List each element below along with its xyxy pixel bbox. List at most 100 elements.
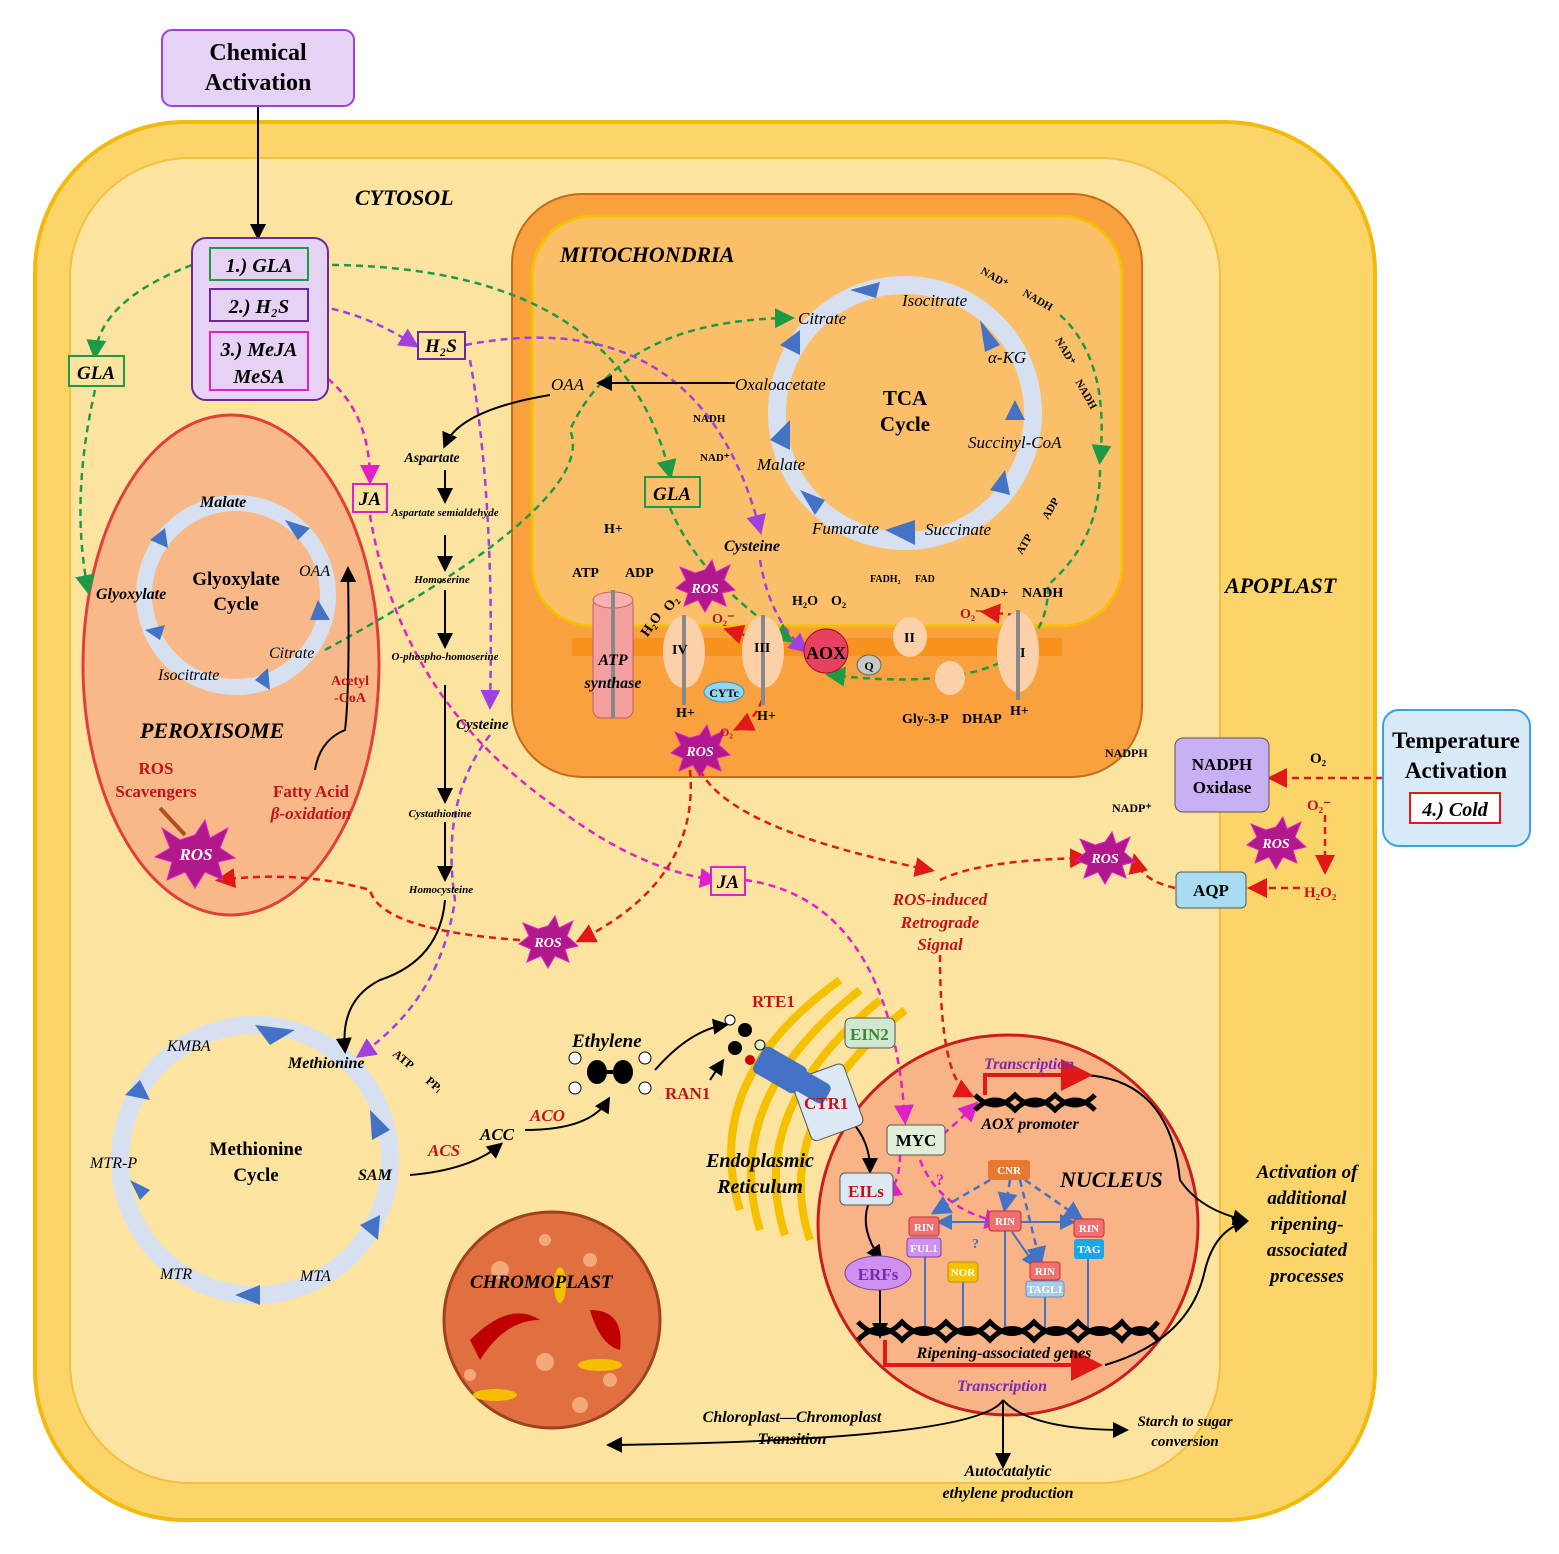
ethylene-outcome-label: Autocatalytic ethylene production: [942, 1463, 1073, 1502]
ja-signal-box-1: [352, 483, 388, 513]
aspartate-pathway: Aspartate Aspartate semialdehyde Homoser…: [390, 451, 498, 896]
svg-text:NADPH: NADPH: [1105, 746, 1148, 760]
gla-signal-box-mito: [644, 476, 701, 508]
svg-text:Retrograde: Retrograde: [900, 913, 980, 932]
ethylene-molecule: [568, 1051, 652, 1095]
pathway-arrows: [250, 106, 1249, 1469]
treatment-h2s: 2.) H₂S: [228, 296, 289, 318]
ja-signal-2: JA: [716, 872, 739, 893]
svg-text:H+: H+: [676, 706, 695, 721]
treatment-gla: 1.) GLA: [226, 255, 293, 277]
peroxisome: [81, 413, 381, 917]
svg-text:Fatty Acid: Fatty Acid: [273, 782, 350, 801]
svg-text:RIN: RIN: [1079, 1223, 1099, 1235]
nadph-oxidase-box: [1174, 737, 1270, 813]
ros-label-3: ROS: [533, 936, 561, 951]
svg-text:EILs: EILs: [848, 1182, 884, 1201]
cold-treatment-box[interactable]: [1409, 792, 1501, 824]
svg-text:Cystathionine: Cystathionine: [409, 808, 472, 820]
aqp-box: [1175, 871, 1247, 909]
transcription-arrow-aox: [983, 1059, 1093, 1095]
svg-text:Homoserine: Homoserine: [413, 574, 470, 586]
svg-text:KMBA: KMBA: [166, 1038, 211, 1055]
svg-text:-CoA: -CoA: [334, 691, 367, 706]
svg-text:Activation of: Activation of: [1256, 1162, 1359, 1183]
ein2-label: EIN2: [850, 1025, 889, 1044]
svg-text:II: II: [904, 631, 915, 646]
svg-text:NADH: NADH: [693, 413, 726, 425]
ros-label-5: ROS: [1090, 852, 1118, 867]
cycle-arrows: [125, 282, 1025, 1305]
transcription-label-genes: Transcription: [957, 1378, 1047, 1395]
nadph-labels: NADPH NADP⁺: [1105, 746, 1152, 815]
nucleus-gene-lines: [924, 1214, 1089, 1330]
svg-text:H+: H+: [604, 522, 623, 537]
gene-labels: CNR RIN RIN FUL1 NOR RIN TAGL1 RIN TAG: [910, 1165, 1101, 1296]
gene-boxes: [906, 1160, 1105, 1298]
treatment-mesa: MeSA: [232, 366, 284, 388]
svg-text:Citrate: Citrate: [798, 309, 847, 328]
svg-text:ATP: ATP: [572, 566, 599, 581]
methionine-metabolites: Methionine SAM MTA MTR MTR-P KMBA: [89, 1038, 393, 1285]
acc-label: ACC: [479, 1125, 515, 1144]
svg-text:SAM: SAM: [358, 1167, 393, 1184]
svg-text:ADP: ADP: [625, 566, 654, 581]
svg-text:Glyoxylate: Glyoxylate: [96, 586, 166, 603]
svg-text:TCA: TCA: [883, 386, 928, 410]
eils-box: [839, 1172, 894, 1206]
svg-text:OAA: OAA: [299, 563, 330, 580]
svg-text:Malate: Malate: [756, 455, 806, 474]
svg-text:Methionine: Methionine: [210, 1139, 303, 1160]
svg-text:Homocysteine: Homocysteine: [408, 884, 473, 896]
gla-signal-box-left: [68, 355, 125, 387]
svg-text:Aspartate semialdehyde: Aspartate semialdehyde: [390, 507, 498, 519]
svg-text:Isocitrate: Isocitrate: [901, 291, 968, 310]
gla-treatment-box[interactable]: [209, 247, 309, 281]
svg-text:ethylene production: ethylene production: [942, 1485, 1073, 1502]
er-label-1: Endoplasmic: [705, 1150, 814, 1172]
svg-text:Gly-3-P: Gly-3-P: [902, 712, 949, 727]
h2s-treatment-box[interactable]: [209, 288, 309, 322]
svg-text:MTA: MTA: [299, 1268, 331, 1285]
svg-text:ACO: ACO: [529, 1106, 565, 1125]
svg-text:ROS: ROS: [139, 759, 174, 778]
apoplast-label: APOPLAST: [1223, 573, 1338, 598]
svg-text:O₂⁻: O₂⁻: [712, 612, 734, 627]
svg-text:α-KG: α-KG: [988, 348, 1026, 367]
svg-text:RTE1: RTE1: [752, 992, 795, 1011]
svg-text:O₂: O₂: [831, 594, 846, 609]
myc-box: [886, 1124, 946, 1156]
ethylene-label: Ethylene: [571, 1031, 642, 1052]
svg-text:O₂⁻: O₂⁻: [960, 607, 982, 622]
svg-text:Succinate: Succinate: [925, 520, 992, 539]
svg-text:additional: additional: [1267, 1188, 1347, 1209]
svg-text:O₂: O₂: [661, 594, 682, 615]
svg-text:AOX: AOX: [806, 643, 846, 663]
cytosol-cysteine-label: Cysteine: [456, 717, 509, 733]
svg-text:RIN: RIN: [914, 1222, 934, 1234]
svg-text:conversion: conversion: [1151, 1434, 1219, 1450]
gla-signal-left: GLA: [77, 363, 115, 384]
svg-text:MTR-P: MTR-P: [89, 1155, 137, 1172]
mitochondria-label: MITOCHONDRIA: [559, 242, 734, 267]
ros-bursts: [153, 558, 1308, 969]
peroxisome-label: PEROXISOME: [139, 718, 284, 743]
svg-text:Scavengers: Scavengers: [115, 782, 197, 801]
temperature-activation-label: Temperature Activation: [1392, 728, 1520, 783]
svg-text:Autocatalytic: Autocatalytic: [963, 1463, 1051, 1480]
treatment-meja: 3.) MeJA: [220, 339, 298, 361]
svg-text:NAD⁺: NAD⁺: [700, 452, 730, 464]
aox-promoter-label: AOX promoter: [980, 1116, 1079, 1133]
tca-metabolites: Citrate Isocitrate α-KG Succinyl-CoA Suc…: [551, 291, 1062, 539]
meja-mesa-treatment-box[interactable]: [209, 331, 309, 391]
svg-text:DHAP: DHAP: [962, 712, 1002, 727]
svg-text:Glyoxylate: Glyoxylate: [192, 569, 280, 590]
svg-text:Isocitrate: Isocitrate: [157, 667, 219, 684]
electron-transport-chain: [592, 590, 1039, 719]
svg-text:Transition: Transition: [758, 1431, 827, 1448]
